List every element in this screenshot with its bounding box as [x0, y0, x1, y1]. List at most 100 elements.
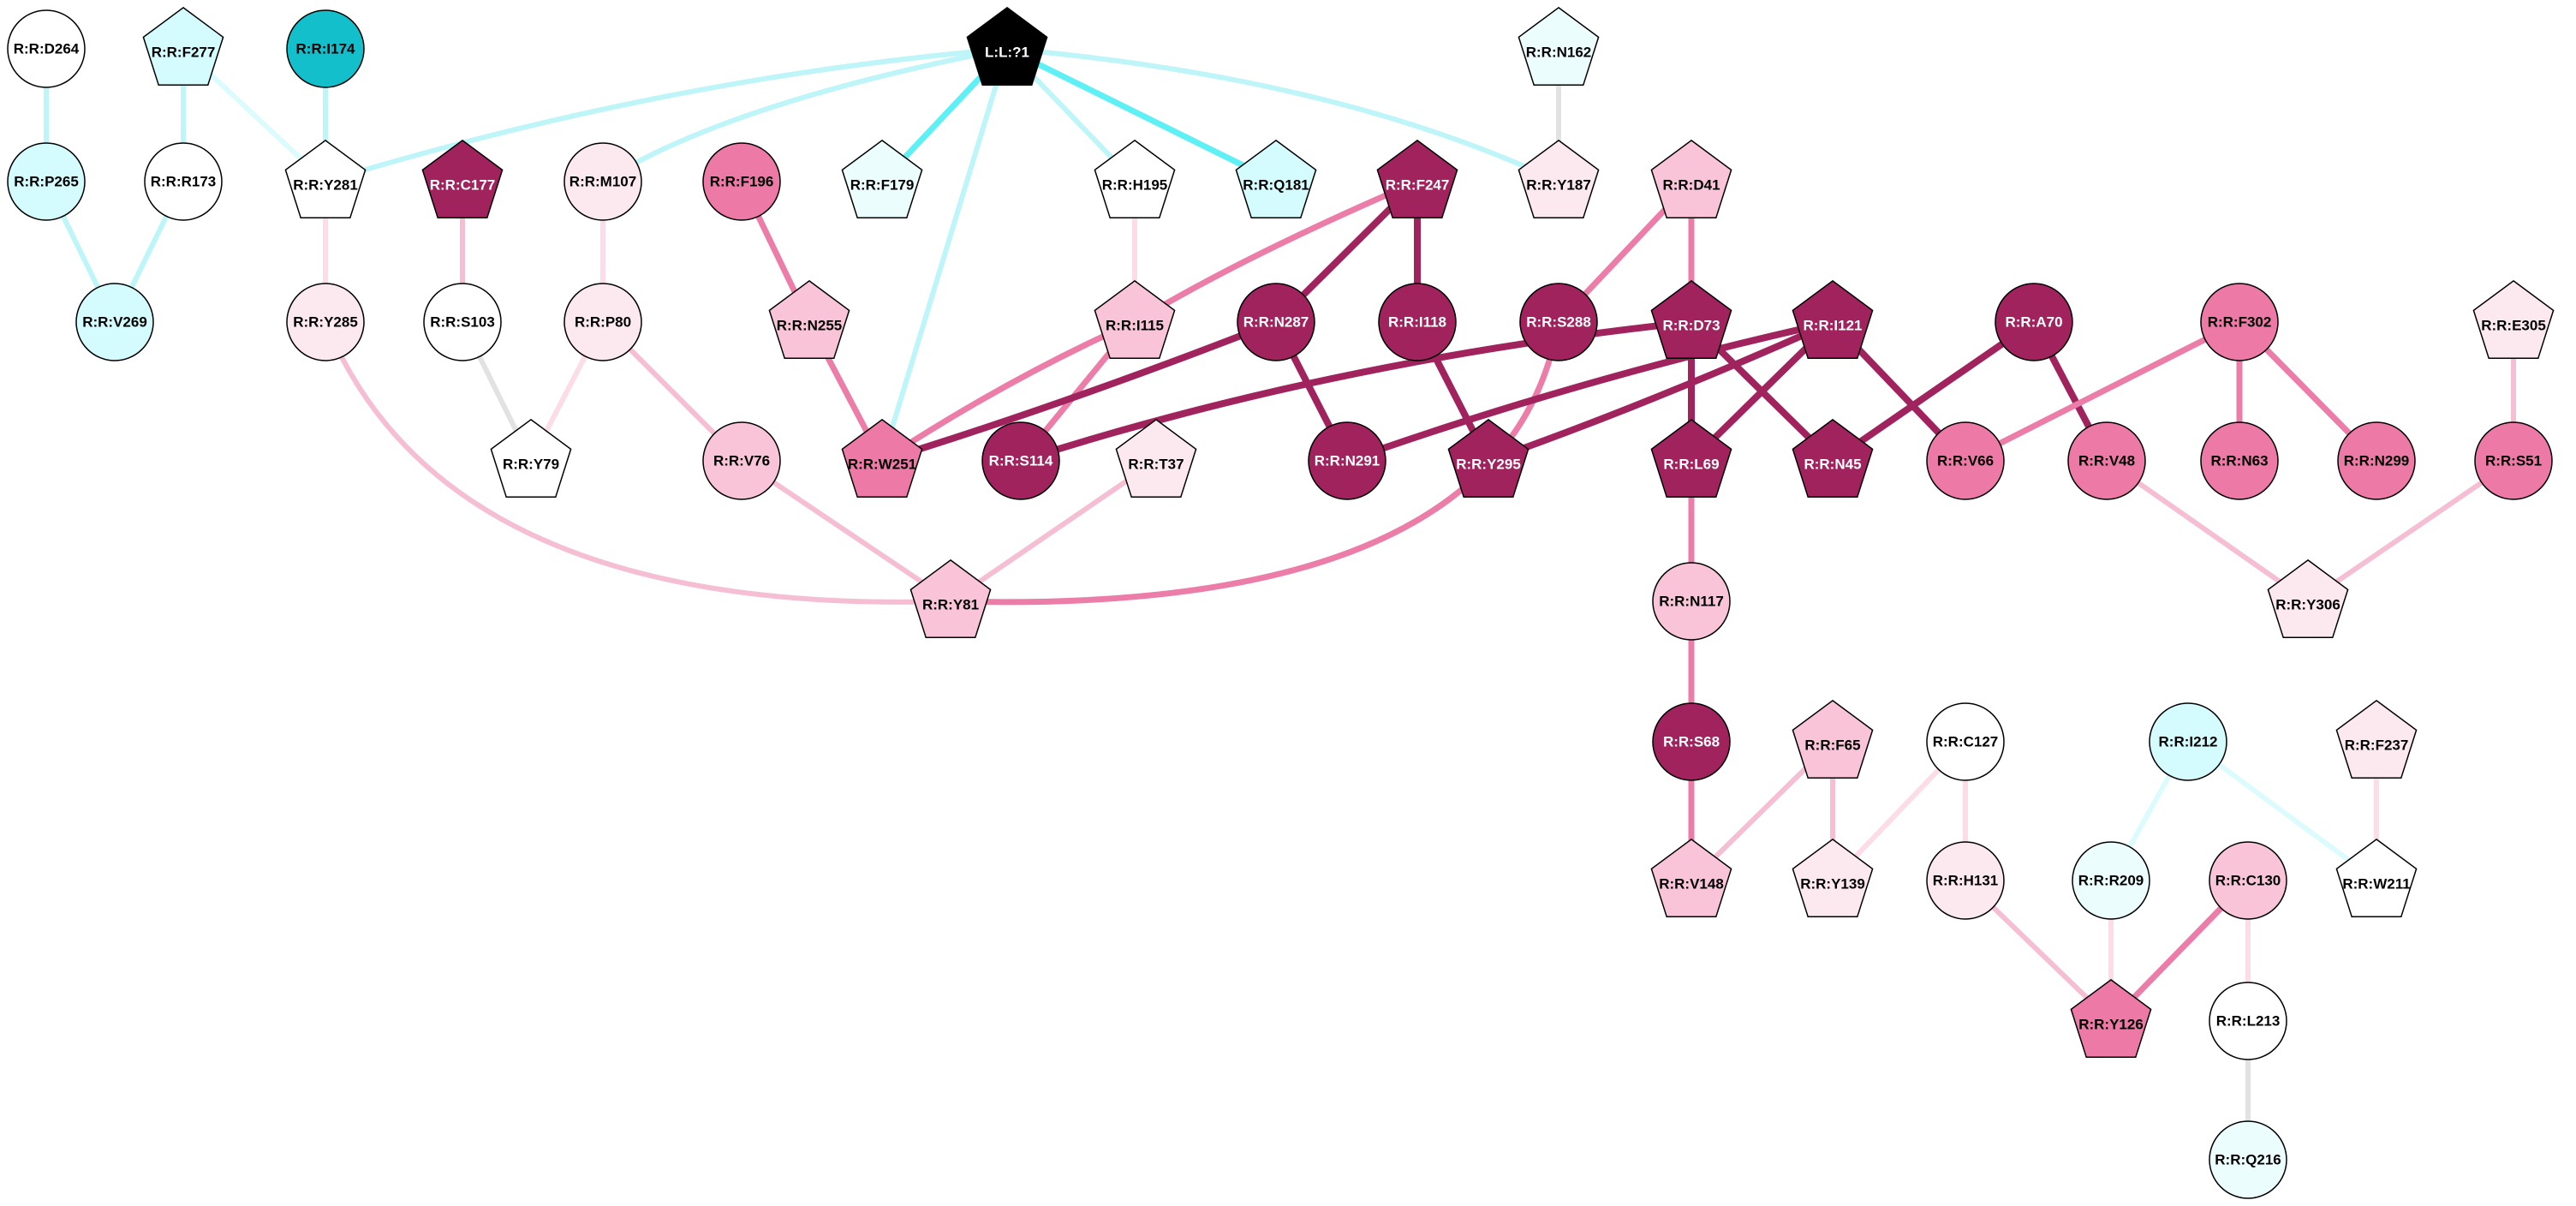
node-r-r-d264[interactable]: R:R:D264	[7, 9, 86, 88]
node-r-r-i212[interactable]: R:R:I212	[2149, 702, 2227, 781]
node-label: R:R:I212	[2159, 734, 2218, 750]
node-label: R:R:A70	[2005, 314, 2062, 331]
node-pentagon	[1792, 279, 1874, 360]
node-r-r-y139[interactable]: R:R:Y139	[1792, 838, 1874, 918]
node-r-r-y126[interactable]: R:R:Y126	[2070, 978, 2152, 1059]
node-r-r-y187[interactable]: R:R:Y187	[1518, 139, 1600, 219]
node-r-r-s114[interactable]: R:R:S114	[981, 421, 1060, 500]
node-circle	[1308, 421, 1386, 500]
node-r-r-p265[interactable]: R:R:P265	[7, 142, 86, 221]
node-r-r-p80[interactable]: R:R:P80	[564, 283, 642, 361]
node-circle	[1926, 841, 2005, 920]
node-r-r-w251[interactable]: R:R:W251	[841, 418, 923, 499]
node-label: R:R:C127	[1933, 734, 1999, 750]
node-r-r-a70[interactable]: R:R:A70	[1995, 283, 2073, 361]
node-r-r-i118[interactable]: R:R:I118	[1378, 283, 1457, 361]
node-circle	[7, 142, 86, 221]
edge-f302-v66	[1962, 319, 2243, 464]
node-r-r-v148[interactable]: R:R:V148	[1650, 838, 1732, 918]
node-r-r-l213[interactable]: R:R:L213	[2209, 982, 2287, 1060]
node-r-r-q181[interactable]: R:R:Q181	[1235, 139, 1317, 219]
node-circle	[1378, 283, 1457, 361]
node-label: R:R:H195	[1102, 177, 1168, 194]
node-r-r-f302[interactable]: R:R:F302	[2200, 283, 2279, 361]
node-r-r-d41[interactable]: R:R:D41	[1650, 139, 1732, 219]
node-label: R:R:Y295	[1456, 457, 1521, 473]
node-label: R:R:M107	[569, 174, 636, 190]
node-circle	[144, 142, 223, 221]
node-pentagon	[966, 6, 1048, 87]
node-r-r-i115[interactable]: R:R:I115	[1094, 279, 1176, 360]
node-r-r-y79[interactable]: R:R:Y79	[490, 418, 572, 499]
node-circle	[1926, 421, 2005, 500]
node-r-r-n45[interactable]: R:R:N45	[1792, 418, 1874, 499]
node-label: R:R:Y79	[503, 457, 559, 473]
node-r-r-r209[interactable]: R:R:R209	[2072, 841, 2150, 920]
node-r-r-q216[interactable]: R:R:Q216	[2209, 1120, 2287, 1199]
node-r-r-f277[interactable]: R:R:F277	[142, 6, 224, 87]
node-r-r-s288[interactable]: R:R:S288	[1519, 283, 1598, 361]
node-r-r-c130[interactable]: R:R:C130	[2209, 841, 2287, 920]
node-r-r-m107[interactable]: R:R:M107	[564, 142, 642, 221]
node-r-r-y285[interactable]: R:R:Y285	[286, 283, 365, 361]
node-circle	[1652, 562, 1731, 641]
node-label: R:R:F277	[152, 45, 216, 61]
edge-n287-w251	[879, 319, 1279, 464]
node-r-r-i174[interactable]: R:R:I174	[286, 9, 365, 88]
node-r-r-f179[interactable]: R:R:F179	[841, 139, 923, 219]
node-r-r-i121[interactable]: R:R:I121	[1792, 279, 1874, 360]
node-r-r-y81[interactable]: R:R:Y81	[909, 558, 992, 639]
node-r-r-c127[interactable]: R:R:C127	[1926, 702, 2005, 781]
node-r-r-n63[interactable]: R:R:N63	[2200, 421, 2279, 500]
node-r-r-v48[interactable]: R:R:V48	[2067, 421, 2146, 500]
node-r-r-y306[interactable]: R:R:Y306	[2267, 558, 2349, 639]
node-r-r-f65[interactable]: R:R:F65	[1792, 699, 1874, 779]
node-label: L:L:?1	[985, 45, 1029, 61]
node-circle	[1519, 283, 1598, 361]
node-label: R:R:Q216	[2215, 1152, 2281, 1168]
node-label: R:R:F247	[1386, 177, 1450, 194]
node-label: R:R:D73	[1662, 318, 1720, 334]
node-r-r-s68[interactable]: R:R:S68	[1652, 702, 1731, 781]
node-r-r-h131[interactable]: R:R:H131	[1926, 841, 2005, 920]
node-label: R:R:R173	[151, 174, 217, 190]
node-circle	[981, 421, 1060, 500]
node-label: R:R:Y281	[293, 177, 358, 194]
node-label: R:R:V76	[713, 453, 770, 469]
node-label: R:R:D41	[1662, 177, 1720, 194]
node-label: R:R:D264	[14, 41, 80, 57]
node-r-r-l69[interactable]: R:R:L69	[1650, 418, 1732, 499]
node-l-l-1[interactable]: L:L:?1	[966, 6, 1048, 87]
node-r-r-v66[interactable]: R:R:V66	[1926, 421, 2005, 500]
node-r-r-f237[interactable]: R:R:F237	[2335, 699, 2418, 779]
node-r-r-n162[interactable]: R:R:N162	[1518, 6, 1600, 87]
edge-v48-y306	[2104, 458, 2311, 604]
node-r-r-f247[interactable]: R:R:F247	[1376, 139, 1458, 219]
node-r-r-n117[interactable]: R:R:N117	[1652, 562, 1731, 641]
node-r-r-s51[interactable]: R:R:S51	[2474, 421, 2553, 500]
node-r-r-d73[interactable]: R:R:D73	[1650, 279, 1732, 360]
node-r-r-w211[interactable]: R:R:W211	[2335, 838, 2418, 918]
node-label: R:R:W211	[2342, 876, 2410, 893]
node-r-r-v269[interactable]: R:R:V269	[75, 283, 154, 361]
node-r-r-c177[interactable]: R:R:C177	[421, 139, 504, 219]
node-r-r-s103[interactable]: R:R:S103	[423, 283, 502, 361]
node-label: R:R:P265	[14, 174, 79, 190]
node-r-r-t37[interactable]: R:R:T37	[1115, 418, 1197, 499]
node-r-r-e305[interactable]: R:R:E305	[2472, 279, 2555, 360]
node-r-r-y295[interactable]: R:R:Y295	[1447, 418, 1530, 499]
node-label: R:R:V148	[1659, 876, 1724, 893]
node-r-r-n299[interactable]: R:R:N299	[2337, 421, 2416, 500]
node-r-r-y281[interactable]: R:R:Y281	[284, 139, 367, 219]
node-circle	[702, 142, 781, 221]
node-r-r-n255[interactable]: R:R:N255	[768, 279, 850, 360]
node-r-r-n291[interactable]: R:R:N291	[1308, 421, 1386, 500]
node-r-r-h195[interactable]: R:R:H195	[1094, 139, 1176, 219]
nodes-layer: L:L:?1 R:R:D264 R:R:F277 R:R:I174 R:R:N162R:…	[7, 6, 2555, 1199]
node-pentagon	[421, 139, 504, 219]
node-r-r-v76[interactable]: R:R:V76	[702, 421, 781, 500]
node-r-r-n287[interactable]: R:R:N287	[1237, 283, 1315, 361]
node-r-r-f196[interactable]: R:R:F196	[702, 142, 781, 221]
node-r-r-r173[interactable]: R:R:R173	[144, 142, 223, 221]
